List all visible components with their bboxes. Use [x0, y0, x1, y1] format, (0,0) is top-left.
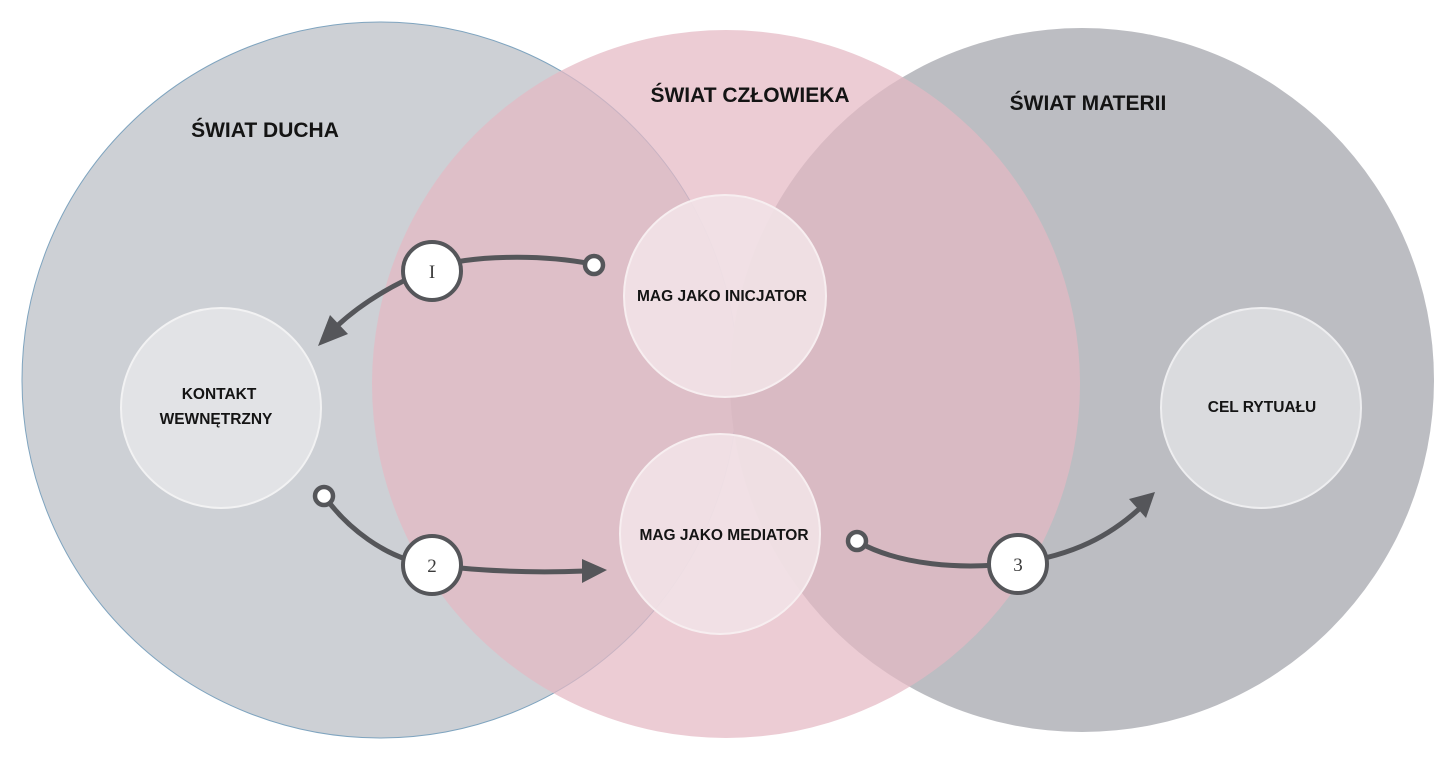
node-inner-contact-circle: [120, 307, 322, 509]
node-initiator-circle: [623, 194, 827, 398]
world-spirit-title: ŚWIAT DUCHA: [191, 118, 339, 142]
arrow-start-ring-1: [582, 253, 606, 277]
step-badge-2: 2: [401, 534, 463, 596]
step-number-1: I: [429, 262, 435, 283]
world-matter-title: ŚWIAT MATERII: [1010, 91, 1167, 115]
arrow-start-ring-3: [845, 529, 869, 553]
node-initiator-label: MAG JAKO INICJATOR: [637, 288, 807, 305]
step-badge-1: I: [401, 240, 463, 302]
step-number-3: 3: [1013, 555, 1023, 576]
node-mediator-circle: [619, 433, 821, 635]
node-inner-contact-label-line1: KONTAKT: [182, 386, 257, 403]
world-human-title: ŚWIAT CZŁOWIEKA: [650, 83, 849, 107]
arrow-start-ring-2: [312, 484, 336, 508]
node-ritual-goal-circle: [1160, 307, 1362, 509]
step-badge-3: 3: [987, 533, 1049, 595]
node-mediator-label: MAG JAKO MEDIATOR: [639, 527, 808, 544]
node-ritual-goal-label: CEL RYTUAŁU: [1208, 399, 1317, 416]
node-inner-contact-label-line2: WEWNĘTRZNY: [160, 411, 273, 428]
step-number-2: 2: [427, 556, 437, 577]
